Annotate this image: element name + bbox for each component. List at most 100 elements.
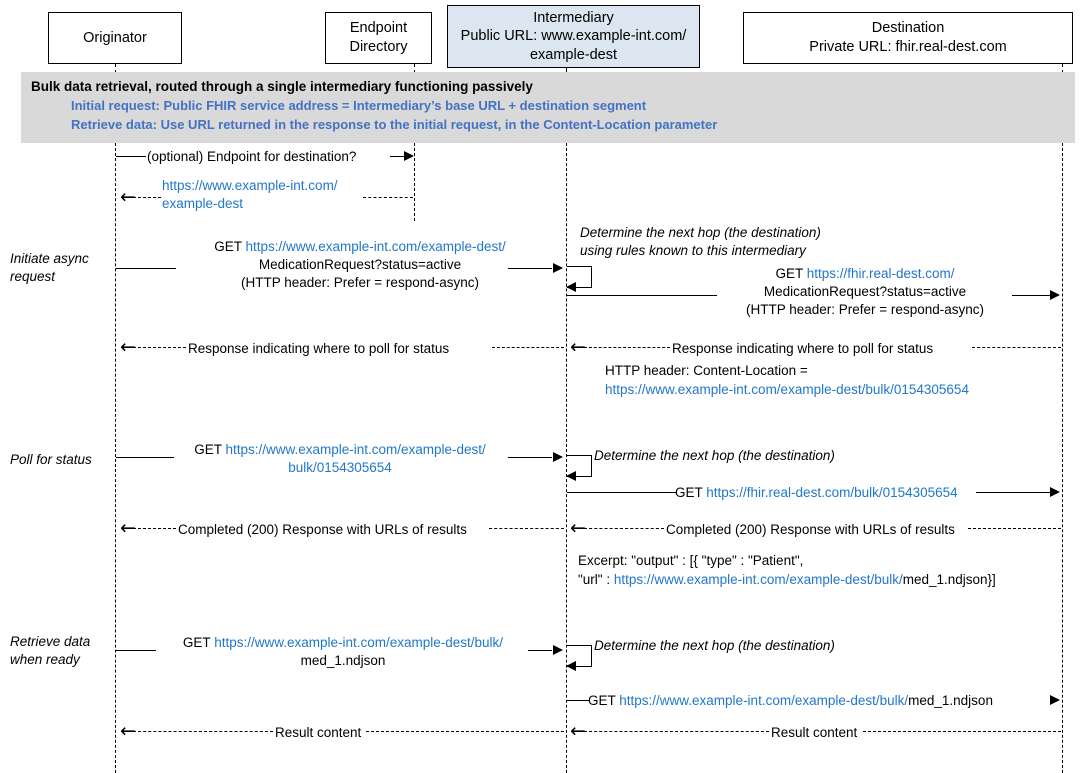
phase-label-initiate-line-2: request — [10, 268, 56, 284]
excerpt-url-filename: med_1.ndjson}] — [902, 572, 996, 588]
message-text-poll-loc-orig: Response indicating where to poll for st… — [188, 341, 450, 356]
arrowhead-fwd-retrieve — [1050, 695, 1060, 705]
selfloop-intermediary-3 — [567, 645, 592, 667]
message-text-poll: GET https://www.example-int.com/example-… — [175, 441, 505, 477]
phase-label-initiate-line-1: Initiate async — [10, 251, 89, 266]
actor-box-destination: Destination Private URL: fhir.real-dest.… — [743, 12, 1073, 64]
selfloop-intermediary-1 — [567, 266, 592, 288]
arrowhead-poll — [553, 452, 563, 462]
arrowhead-endpoint-reply: ← — [120, 186, 136, 208]
message-line-poll-right — [508, 457, 552, 458]
message-text-poll-loc-dest: Response indicating where to poll for st… — [672, 341, 934, 356]
actor-label-originator: Originator — [83, 29, 147, 46]
message-line-fwd-poll-right — [976, 492, 1052, 493]
message-url-retrieve: https://www.example-int.com/example-dest… — [214, 635, 504, 650]
message-text-initiate-line-2: MedicationRequest?status=active — [258, 256, 462, 272]
message-text-endpoint-reply-line-1: https://www.example-int.com/ — [162, 178, 338, 193]
message-url-fwd-initiate: https://fhir.real-dest.com/ — [806, 266, 955, 281]
http-verb-get-3: GET — [194, 442, 226, 457]
banner-bullet-2: Retrieve data: Use URL returned in the r… — [71, 117, 718, 132]
message-line-completed-dest-left — [584, 528, 664, 529]
message-line-completed-dest-right — [968, 528, 1061, 529]
arrowhead-poll-loc-dest: ← — [570, 336, 586, 358]
message-text-result-orig: Result content — [275, 725, 362, 740]
message-line-poll-loc-orig-right — [492, 347, 564, 348]
http-verb-get-1: GET — [214, 239, 246, 254]
actor-box-originator: Originator — [48, 12, 182, 64]
message-text-fwd-initiate-line-2: MedicationRequest?status=active — [763, 283, 967, 299]
message-line-result-dest-left — [584, 731, 769, 732]
message-line-poll-loc-orig-left — [133, 347, 186, 348]
http-verb-get-5: GET — [182, 635, 215, 650]
message-line-fwd-initiate-left — [567, 295, 717, 296]
arrowhead-completed-orig: ← — [120, 517, 136, 539]
actor-label-endpoint-directory-2: Directory — [349, 39, 408, 55]
http-verb-get-6: GET — [588, 693, 620, 708]
note-determine-next-hop-3: Determine the next hop (the destination) — [594, 638, 835, 653]
phase-label-initiate-async-request: Initiate async request — [10, 250, 110, 285]
arrowhead-endpoint-query — [404, 151, 414, 161]
note-determine-next-hop-1-line-1: Determine the next hop (the destination) — [580, 225, 821, 240]
message-line-poll-loc-dest-right — [972, 347, 1061, 348]
lifeline-destination-top — [1062, 64, 1063, 73]
message-text-endpoint-reply: https://www.example-int.com/ example-des… — [162, 177, 338, 213]
phase-label-retrieve-data-when-ready: Retrieve data when ready — [10, 633, 110, 668]
banner-title: Bulk data retrieval, routed through a si… — [31, 79, 533, 94]
message-url-fwd-retrieve: https://www.example-int.com/example-dest… — [619, 693, 909, 708]
lifeline-originator-top — [115, 64, 116, 73]
arrowhead-result-dest: ← — [570, 720, 586, 742]
arrowhead-retrieve — [553, 645, 563, 655]
lifeline-intermediary-top — [566, 68, 567, 73]
banner-bullet-1: Initial request: Public FHIR service add… — [71, 98, 647, 113]
message-line-poll-left — [116, 457, 174, 458]
message-text-poll-line-1: GET https://www.example-int.com/example-… — [175, 441, 505, 459]
message-url-initiate: https://www.example-int.com/example-dest… — [245, 239, 506, 254]
message-line-fwd-retrieve-left — [567, 700, 589, 701]
phase-label-retrieve-line-1: Retrieve data — [10, 634, 91, 649]
note-determine-next-hop-2: Determine the next hop (the destination) — [594, 448, 835, 463]
message-text-initiate-async: GET https://www.example-int.com/example-… — [200, 238, 520, 291]
lifeline-intermediary — [566, 143, 567, 773]
message-url-fwd-retrieve-filename: med_1.ndjson — [908, 693, 993, 708]
message-text-fwd-initiate-line-1: GET https://fhir.real-dest.com/ — [705, 265, 1025, 283]
message-text-fwd-initiate: GET https://fhir.real-dest.com/ Medicati… — [705, 265, 1025, 318]
message-line-initiate-right — [508, 268, 552, 269]
message-text-fwd-initiate-line-3: (HTTP header: Prefer = respond-async) — [746, 301, 984, 317]
arrowhead-poll-loc-orig: ← — [120, 336, 136, 358]
message-text-fwd-retrieve: GET https://www.example-int.com/example-… — [588, 692, 993, 710]
message-text-completed-dest: Completed (200) Response with URLs of re… — [666, 522, 955, 537]
message-line-fwd-initiate-right — [1012, 295, 1052, 296]
message-line-completed-orig-right — [489, 528, 564, 529]
lifeline-endpoint-directory — [414, 143, 415, 221]
message-text-endpoint-query: (optional) Endpoint for destination? — [147, 149, 357, 164]
message-text-initiate-line-1: GET https://www.example-int.com/example-… — [200, 238, 520, 256]
message-line-poll-loc-dest-left — [584, 347, 670, 348]
actor-label-intermediary-2: Public URL: www.example-int.com/ — [460, 28, 687, 45]
message-line-completed-orig-left — [133, 528, 176, 529]
message-line-fwd-poll-left — [567, 492, 677, 493]
http-verb-get-4: GET — [675, 485, 707, 500]
excerpt-line-2: "url" : https://www.example-int.com/exam… — [578, 570, 996, 589]
banner-bulk-data-retrieval: Bulk data retrieval, routed through a si… — [21, 72, 1075, 143]
arrowhead-completed-dest: ← — [570, 517, 586, 539]
http-verb-get-2: GET — [775, 266, 807, 281]
lifeline-originator — [115, 143, 116, 773]
actor-label-destination-2: Private URL: fhir.real-dest.com — [809, 39, 1007, 55]
message-url-poll-line-2: bulk/0154305654 — [288, 459, 392, 475]
arrowhead-selfloop-1 — [566, 282, 576, 292]
phase-label-retrieve-line-2: when ready — [10, 651, 80, 667]
actor-label-destination-1: Destination — [871, 20, 945, 37]
content-location-header-block: HTTP header: Content-Location = https://… — [605, 361, 969, 399]
phase-label-poll-for-status: Poll for status — [10, 451, 115, 469]
message-line-retrieve-right — [528, 650, 552, 651]
arrowhead-selfloop-2 — [566, 471, 576, 481]
message-text-result-dest: Result content — [771, 725, 858, 740]
message-line-result-dest-right — [863, 731, 1061, 732]
message-text-endpoint-reply-line-2: example-dest — [162, 195, 244, 211]
message-line-endpoint-query — [116, 156, 146, 157]
message-line-result-orig-right — [366, 731, 564, 732]
actor-box-intermediary: Intermediary Public URL: www.example-int… — [447, 5, 700, 68]
arrowhead-initiate-async — [553, 263, 563, 273]
lifeline-destination — [1062, 143, 1063, 773]
excerpt-url-key: "url" : — [578, 572, 614, 588]
